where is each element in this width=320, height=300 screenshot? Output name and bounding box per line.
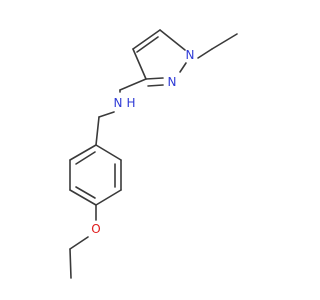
molecule-structure-diagram: N N N H O bbox=[69, 29, 238, 279]
bond-ring-c3-c4 bbox=[95, 189, 122, 206]
bond-n1-ethyl-ch2 bbox=[197, 48, 213, 59]
bond-ch2-ch3 bbox=[69, 248, 72, 279]
bond-ethyl-ch2-ch3 bbox=[211, 33, 238, 50]
atom-amine-h-label: H bbox=[126, 96, 135, 110]
bond-c4-c5-double bbox=[136, 36, 159, 53]
bond-benzyl-ch2-ring bbox=[95, 116, 100, 146]
bond-c4-c3 bbox=[132, 48, 147, 80]
atom-n2-label: N bbox=[168, 75, 177, 89]
bond-c5-c4-single bbox=[132, 29, 161, 50]
bond-ring-c6-c1-inner bbox=[75, 151, 96, 165]
atom-n1-label: N bbox=[186, 48, 195, 62]
bond-ring-c6-c1 bbox=[69, 144, 97, 161]
bond-n1-c5 bbox=[159, 29, 186, 51]
bond-c3-n2-single bbox=[145, 77, 164, 80]
bond-n2-n1 bbox=[179, 62, 187, 73]
bond-c3-ch2 bbox=[119, 78, 147, 91]
atom-amine-n-label: N bbox=[114, 96, 123, 110]
bond-ring-c4-c5-inner bbox=[75, 186, 96, 199]
bond-ring-c4-c5 bbox=[69, 189, 97, 206]
atom-oxygen-label: O bbox=[91, 222, 100, 236]
bond-ring-c1-c2 bbox=[95, 144, 122, 161]
bond-c3-n2-double bbox=[147, 84, 164, 87]
bond-o-ch2 bbox=[69, 236, 89, 250]
bond-nh-benzyl-ch2 bbox=[98, 111, 115, 118]
